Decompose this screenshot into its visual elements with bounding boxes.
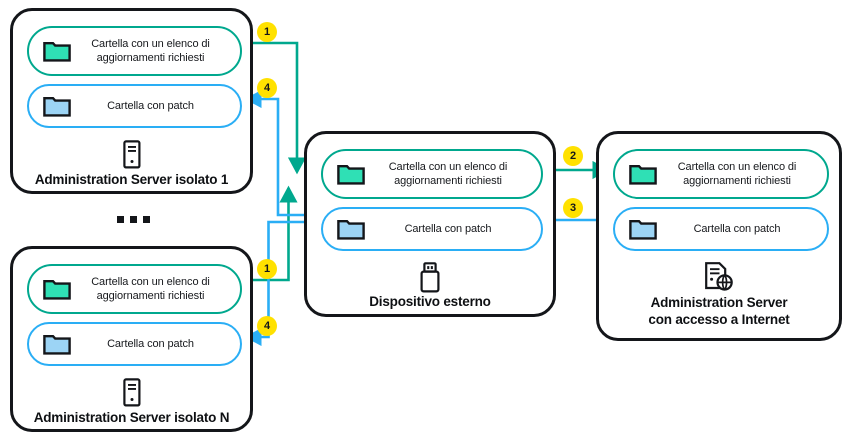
panel-isolated-server-1[interactable]: Cartella con un elenco di aggiornamenti …: [10, 8, 253, 194]
panel-caption: Administration Server isolato N: [33, 410, 230, 425]
link-1-bottom: [242, 185, 298, 282]
panel-caption: Dispositivo esterno: [369, 294, 491, 309]
step-badge-1-bottom: 1: [257, 259, 277, 279]
link-4-top: [244, 89, 318, 217]
link-1-top: [242, 41, 307, 175]
ellipsis-dot: [117, 216, 124, 223]
step-badge-1-top: 1: [257, 22, 277, 42]
pill-label: Cartella con un elenco di aggiornamenti …: [677, 161, 797, 187]
folder-green-icon: [43, 278, 71, 300]
folder-blue-icon: [43, 95, 71, 117]
pill-label: Cartella con un elenco di aggiornamenti …: [91, 276, 210, 302]
pill-patch-folder[interactable]: Cartella con patch: [321, 207, 543, 251]
folder-blue-icon: [337, 218, 365, 240]
step-badge-4-top: 4: [257, 78, 277, 98]
server-globe-icon: [599, 260, 839, 294]
panel-isolated-server-n[interactable]: Cartella con un elenco di aggiornamenti …: [10, 246, 253, 432]
pill-patch-folder[interactable]: Cartella con patch: [613, 207, 829, 251]
server-icon: [13, 139, 250, 169]
pill-label: Cartella con patch: [107, 100, 194, 112]
panel-internet-server[interactable]: Cartella con un elenco di aggiornamenti …: [596, 131, 842, 341]
panel-external-device[interactable]: Cartella con un elenco di aggiornamenti …: [304, 131, 556, 317]
ellipsis-more-servers: [117, 216, 150, 223]
link-4-bottom: [244, 220, 318, 347]
step-badge-3: 3: [563, 198, 583, 218]
server-icon: [13, 377, 250, 407]
folder-green-icon: [43, 40, 71, 62]
pill-label: Cartella con un elenco di aggiornamenti …: [91, 38, 210, 64]
folder-green-icon: [629, 163, 657, 185]
pill-label: Cartella con patch: [693, 223, 781, 235]
pill-update-list-folder[interactable]: Cartella con un elenco di aggiornamenti …: [27, 264, 242, 314]
pill-update-list-folder[interactable]: Cartella con un elenco di aggiornamenti …: [613, 149, 829, 199]
pill-update-list-folder[interactable]: Cartella con un elenco di aggiornamenti …: [321, 149, 543, 199]
pill-patch-folder[interactable]: Cartella con patch: [27, 84, 242, 128]
pill-patch-folder[interactable]: Cartella con patch: [27, 322, 242, 366]
step-badge-2: 2: [563, 146, 583, 166]
ellipsis-dot: [130, 216, 137, 223]
folder-blue-icon: [43, 333, 71, 355]
pill-label: Cartella con patch: [404, 223, 492, 235]
pill-label: Cartella con patch: [107, 338, 194, 350]
folder-blue-icon: [629, 218, 657, 240]
pill-label: Cartella con un elenco di aggiornamenti …: [388, 161, 508, 187]
panel-caption: Administration Server isolato 1: [34, 172, 229, 187]
step-badge-4-bottom: 4: [257, 316, 277, 336]
folder-green-icon: [337, 163, 365, 185]
pill-update-list-folder[interactable]: Cartella con un elenco di aggiornamenti …: [27, 26, 242, 76]
ellipsis-dot: [143, 216, 150, 223]
usb-drive-icon: [307, 261, 553, 293]
panel-caption: Administration Server con accesso a Inte…: [648, 295, 790, 327]
